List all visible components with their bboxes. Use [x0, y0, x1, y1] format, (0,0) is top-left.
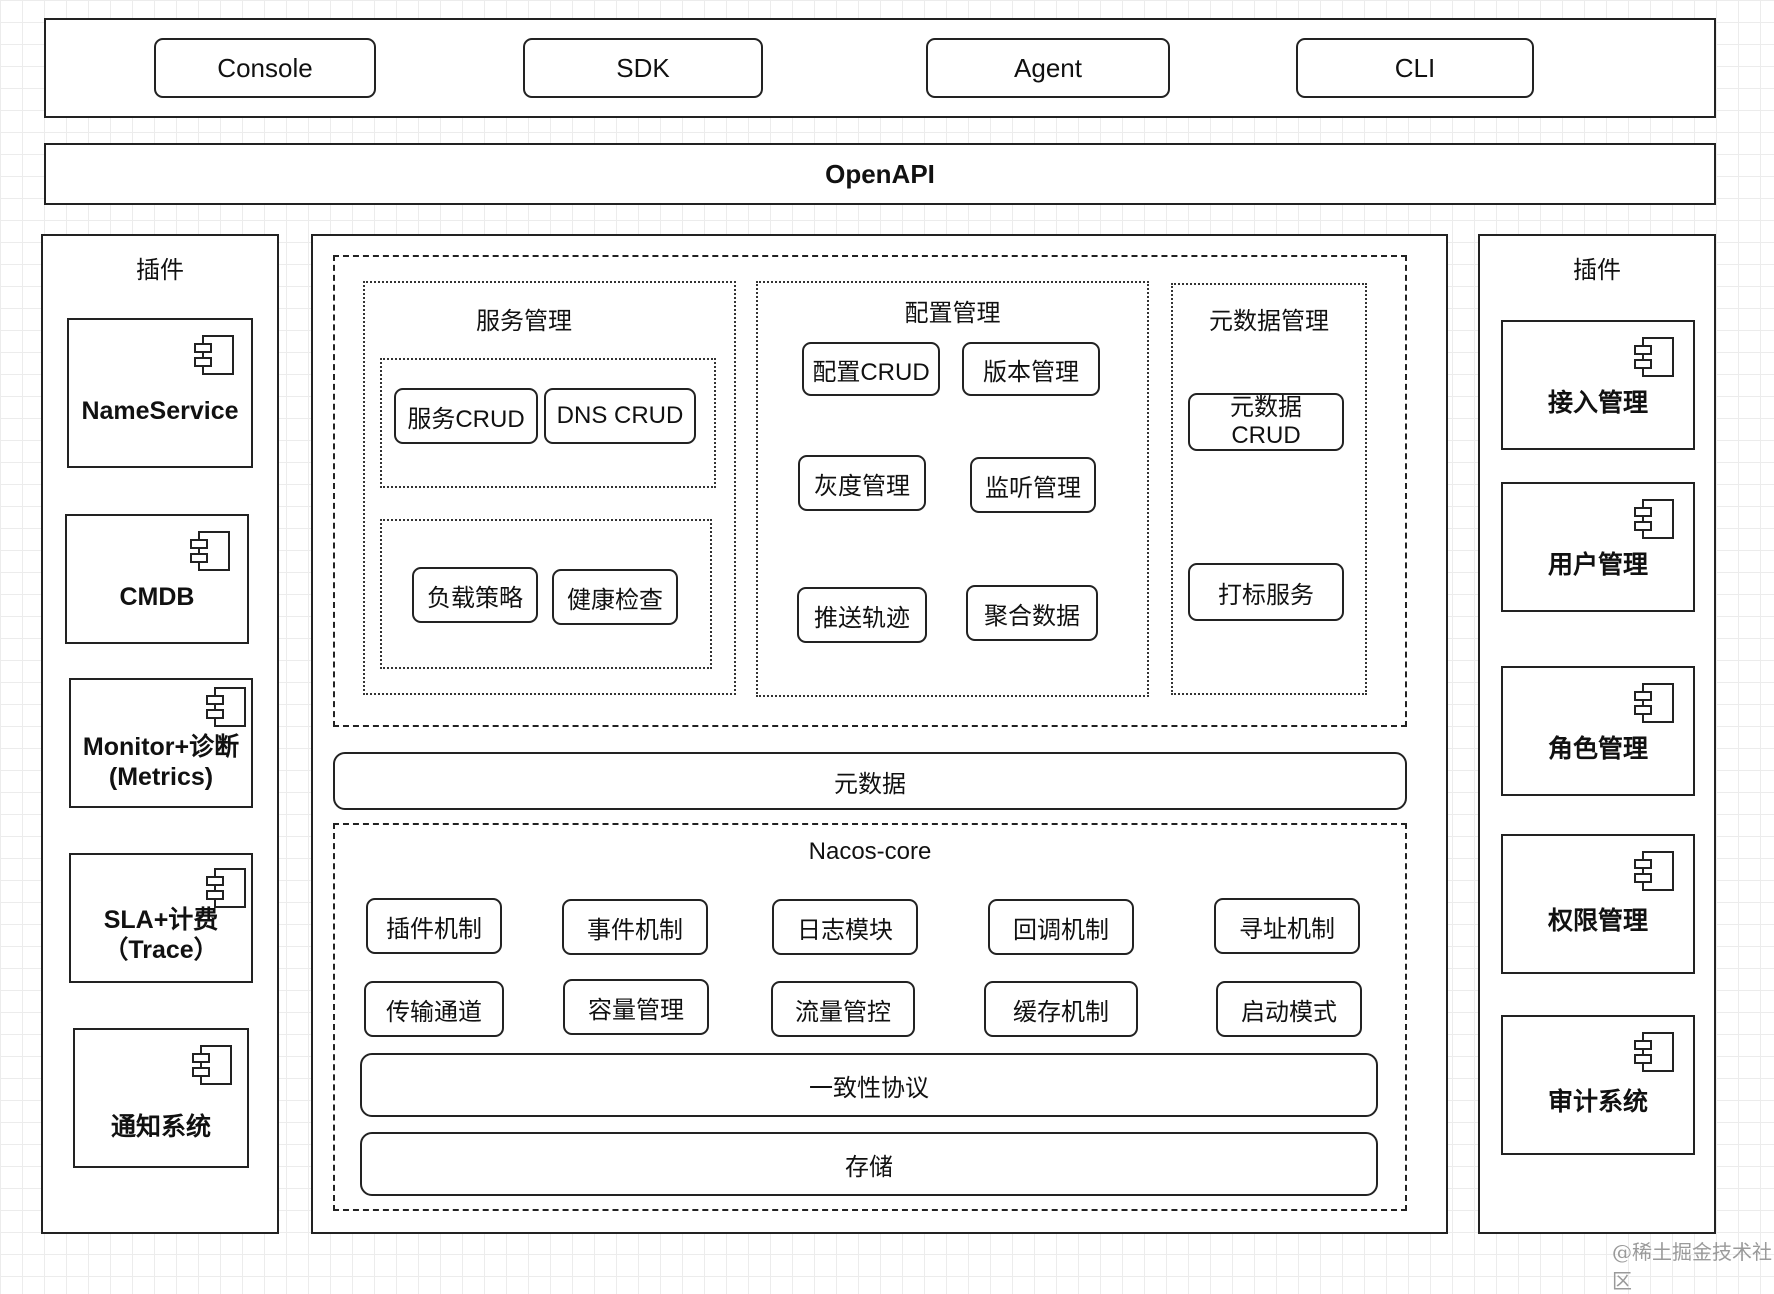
service-policy-group — [380, 519, 712, 669]
metadata-crud-box: 元数据 CRUD — [1188, 393, 1344, 451]
core-capacity-mgmt: 容量管理 — [563, 979, 709, 1035]
plugin-role-mgmt: 角色管理 — [1501, 666, 1695, 796]
consistency-protocol-bar: 一致性协议 — [360, 1053, 1378, 1117]
gray-release-box: 灰度管理 — [798, 455, 926, 511]
component-icon — [206, 868, 246, 908]
plugin-notification: 通知系统 — [73, 1028, 249, 1168]
service-mgmt-title: 服务管理 — [476, 307, 572, 335]
plugin-cmdb: CMDB — [65, 514, 249, 644]
plugin-label: 用户管理 — [1547, 551, 1648, 579]
component-icon — [206, 687, 246, 727]
plugin-user-mgmt: 用户管理 — [1501, 482, 1695, 612]
core-event-mechanism: 事件机制 — [562, 899, 708, 955]
plugin-monitor: Monitor+诊断 (Metrics) — [69, 678, 253, 808]
core-transport-channel: 传输通道 — [364, 981, 504, 1037]
right-plugin-title: 插件 — [1573, 256, 1621, 284]
management-area — [333, 255, 1407, 727]
component-icon — [1634, 337, 1674, 377]
plugin-label: Monitor+诊断 (Metrics) — [82, 733, 240, 791]
plugin-label: 审计系统 — [1547, 1088, 1648, 1116]
aggregate-data-box: 聚合数据 — [966, 585, 1098, 641]
metadata-mgmt-panel — [1171, 283, 1367, 695]
plugin-label: NameService — [81, 397, 239, 425]
watermark: @稀土掘金技术社区 — [1612, 1240, 1772, 1293]
service-crud-group — [380, 358, 716, 488]
config-crud-box: 配置CRUD — [802, 342, 940, 396]
component-icon — [1634, 683, 1674, 723]
plugin-audit-system: 审计系统 — [1501, 1015, 1695, 1155]
plugin-label: SLA+计费 （Trace） — [103, 906, 219, 964]
core-startup-mode: 启动模式 — [1216, 981, 1362, 1037]
component-icon — [1634, 851, 1674, 891]
tagging-service-box: 打标服务 — [1188, 563, 1344, 621]
plugin-label: 通知系统 — [110, 1113, 211, 1141]
plugin-nameservice: NameService — [67, 318, 253, 468]
component-icon — [194, 335, 234, 375]
plugin-label: CMDB — [119, 583, 195, 611]
plugin-permission-mgmt: 权限管理 — [1501, 834, 1695, 974]
plugin-label: 角色管理 — [1547, 735, 1648, 763]
health-check-box: 健康检查 — [552, 569, 678, 625]
version-mgmt-box: 版本管理 — [962, 342, 1100, 396]
left-plugin-title: 插件 — [136, 256, 184, 284]
core-addressing-mechanism: 寻址机制 — [1214, 898, 1360, 954]
plugin-sla: SLA+计费 （Trace） — [69, 853, 253, 983]
core-traffic-control: 流量管控 — [771, 981, 915, 1037]
sdk-client-box: SDK — [523, 38, 763, 98]
plugin-access-mgmt: 接入管理 — [1501, 320, 1695, 450]
config-mgmt-panel — [756, 281, 1149, 697]
metadata-mgmt-title: 元数据管理 — [1209, 307, 1329, 335]
push-trace-box: 推送轨迹 — [797, 587, 927, 643]
core-plugin-mechanism: 插件机制 — [366, 898, 502, 954]
plugin-label: 权限管理 — [1547, 907, 1648, 935]
plugin-label: 接入管理 — [1547, 389, 1648, 417]
component-icon — [1634, 499, 1674, 539]
core-cache-mechanism: 缓存机制 — [984, 981, 1138, 1037]
storage-bar: 存储 — [360, 1132, 1378, 1196]
dns-crud-box: DNS CRUD — [544, 388, 696, 444]
load-policy-box: 负载策略 — [412, 567, 538, 623]
openapi-layer: OpenAPI — [44, 143, 1716, 205]
metadata-bar: 元数据 — [333, 752, 1407, 810]
config-mgmt-title: 配置管理 — [904, 299, 1001, 327]
service-crud-box: 服务CRUD — [394, 388, 538, 444]
listener-mgmt-box: 监听管理 — [970, 457, 1096, 513]
component-icon — [1634, 1032, 1674, 1072]
core-log-module: 日志模块 — [772, 899, 918, 955]
agent-client-box: Agent — [926, 38, 1170, 98]
component-icon — [192, 1045, 232, 1085]
component-icon — [190, 531, 230, 571]
cli-client-box: CLI — [1296, 38, 1534, 98]
nacos-core-area — [333, 823, 1407, 1211]
service-mgmt-panel — [363, 281, 736, 695]
nacos-core-title: Nacos-core — [808, 838, 932, 865]
core-callback-mechanism: 回调机制 — [988, 899, 1134, 955]
console-client-box: Console — [154, 38, 376, 98]
